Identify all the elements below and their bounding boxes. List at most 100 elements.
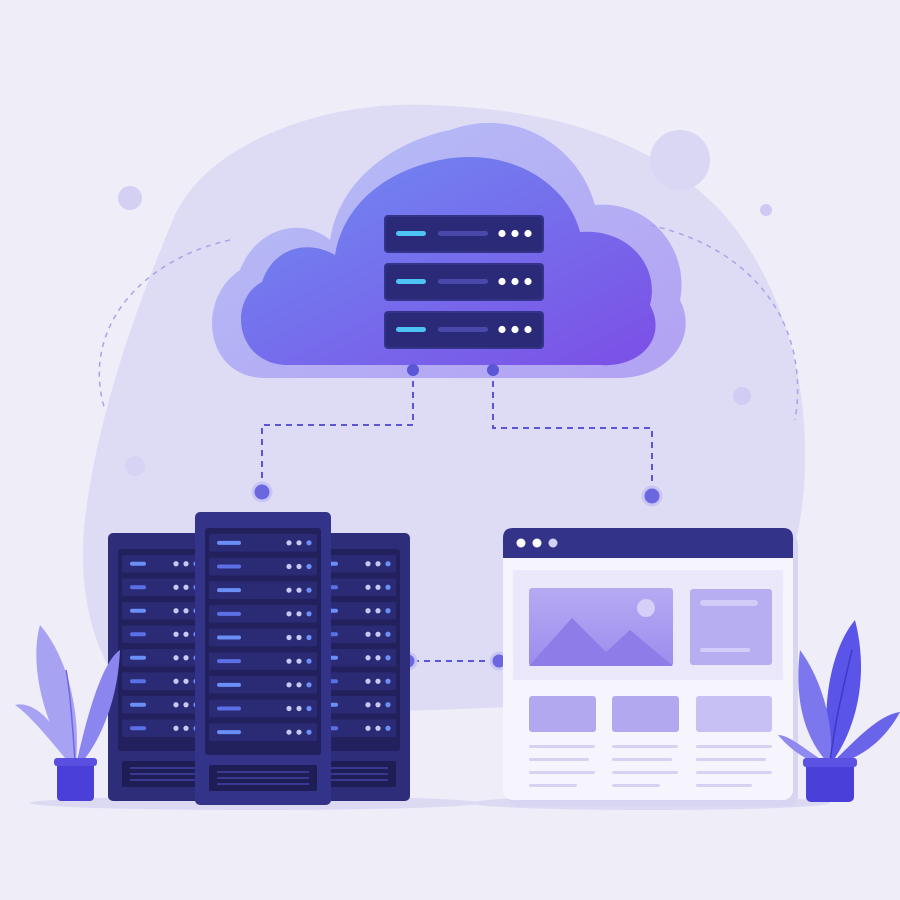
- rack-slot: [314, 625, 396, 643]
- rack-vent-line: [322, 767, 388, 769]
- rack-led-dot: [183, 584, 189, 590]
- rack-slot: [209, 676, 317, 694]
- rack-led-dot: [306, 611, 312, 617]
- rack-slot: [209, 557, 317, 576]
- server-led-bar: [396, 327, 426, 332]
- rack-led-bar: [130, 585, 146, 590]
- text-line: [529, 784, 577, 787]
- rack-led-bar: [130, 561, 146, 566]
- rack-led-dot: [375, 725, 381, 731]
- text-line: [529, 758, 589, 761]
- rack-led-dot: [365, 725, 371, 731]
- rack-led-dot: [375, 702, 381, 708]
- rack-led-dot: [286, 540, 292, 546]
- rack-slot: [122, 602, 204, 620]
- rack-led-dot: [375, 678, 381, 684]
- orbit-arc-left: [98, 239, 231, 411]
- image-placeholder-icon: [529, 588, 673, 666]
- rack-led-dot: [365, 702, 371, 708]
- rack-led-dot: [173, 655, 179, 661]
- rack-led-dot: [286, 563, 292, 570]
- rack-led-dot: [296, 658, 302, 664]
- rack-led-bar: [130, 726, 146, 731]
- rack-led-dot: [296, 540, 302, 546]
- rack-led-dot: [296, 705, 302, 712]
- text-line: [612, 771, 678, 774]
- rack-led-dot: [365, 655, 371, 661]
- rack-led-dot: [306, 587, 312, 593]
- text-line: [696, 771, 772, 774]
- rack-led-dot: [365, 608, 371, 614]
- rack-led-dot: [385, 631, 391, 637]
- server-led-bar: [438, 231, 488, 236]
- rack-slot: [122, 719, 204, 737]
- server-led-bar: [396, 279, 426, 284]
- rack-led-dot: [173, 561, 179, 567]
- connector-node: [407, 364, 419, 376]
- server-led-bar: [438, 279, 488, 284]
- text-line: [612, 784, 660, 787]
- rack-led-bar: [130, 655, 146, 660]
- connector-cloud-to-datacenter: [261, 370, 414, 492]
- rack-led-dot: [296, 587, 302, 593]
- rack-led-dot: [173, 608, 179, 614]
- rack-led-dot: [173, 584, 179, 590]
- rack-led-bar: [217, 635, 241, 640]
- rack-led-dot: [385, 678, 391, 684]
- server-led-bar: [438, 327, 488, 332]
- rack-slot: [314, 672, 396, 690]
- rack-vent-line: [217, 783, 309, 785]
- rack-led-dot: [296, 611, 302, 617]
- server-led-dot: [498, 325, 506, 334]
- connector-node: [487, 364, 499, 376]
- rack-led-dot: [375, 608, 381, 614]
- rack-led-dot: [286, 587, 292, 593]
- rack-led-bar: [130, 679, 146, 684]
- rack-vent-line: [130, 773, 196, 775]
- rack-led-dot: [296, 563, 302, 570]
- rack-led-dot: [375, 561, 381, 567]
- cloud-server-stack: [384, 215, 544, 349]
- rack-led-bar: [217, 659, 241, 664]
- rack-led-bar: [217, 706, 241, 711]
- connector-node: [641, 485, 663, 507]
- content-tile: [612, 696, 679, 732]
- rack-slot: [314, 602, 396, 620]
- rack-slot: [122, 672, 204, 690]
- rack-led-dot: [173, 678, 179, 684]
- rack-vent-line: [322, 779, 388, 781]
- rack-led-dot: [365, 561, 371, 567]
- content-tile: [529, 696, 596, 732]
- rack-led-dot: [385, 584, 391, 590]
- rack-led-dot: [183, 561, 189, 567]
- rack-led-dot: [173, 702, 179, 708]
- decor-dot: [760, 204, 772, 216]
- decor-dot: [118, 186, 142, 210]
- rack-led-dot: [286, 634, 292, 641]
- rack-led-dot: [286, 705, 292, 712]
- rack-led-dot: [375, 655, 381, 661]
- rack-led-dot: [385, 608, 391, 614]
- server-led-dot: [498, 277, 506, 286]
- text-line: [696, 758, 766, 761]
- server-led-dot: [511, 229, 519, 238]
- rack-vent-line: [322, 773, 388, 775]
- rack-led-dot: [286, 658, 292, 664]
- content-tile: [696, 696, 772, 732]
- rack-vent-line: [217, 771, 309, 773]
- rack-slot: [314, 719, 396, 737]
- rack-led-dot: [365, 584, 371, 590]
- rack-slot: [209, 605, 317, 623]
- text-line: [612, 745, 678, 748]
- rack-led-dot: [183, 702, 189, 708]
- rack-led-dot: [306, 705, 312, 712]
- server-rack-front: [195, 512, 331, 805]
- rack-vent-line: [217, 777, 309, 779]
- rack-slot: [314, 696, 396, 714]
- rack-led-dot: [385, 702, 391, 708]
- rack-slot: [209, 652, 317, 670]
- rack-slot: [122, 649, 204, 667]
- text-lines: [529, 745, 772, 787]
- rack-led-dot: [306, 634, 312, 641]
- text-line: [696, 784, 752, 787]
